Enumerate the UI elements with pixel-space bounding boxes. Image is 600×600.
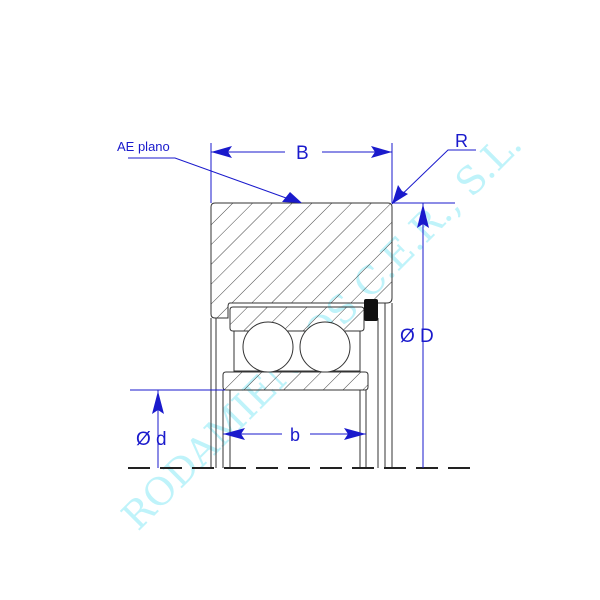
label-b: b [290, 425, 300, 445]
ball-left [242, 321, 294, 373]
projection-lines [210, 303, 393, 468]
label-R: R [455, 131, 468, 151]
upper-race [229, 306, 365, 332]
dimension-D [392, 202, 455, 468]
dimension-d [130, 389, 225, 468]
label-ae-plano: AE plano [117, 139, 170, 154]
label-D: Ø D [400, 326, 434, 347]
dimension-B [210, 143, 393, 203]
lower-race [222, 371, 369, 391]
dimension-b [223, 428, 366, 440]
outer-ring [210, 202, 393, 319]
face-note-leader [128, 157, 302, 204]
ball-right [299, 321, 351, 373]
label-d: Ø d [136, 429, 167, 450]
radius-leader [391, 149, 476, 205]
seal [364, 299, 378, 321]
label-B: B [296, 143, 309, 164]
